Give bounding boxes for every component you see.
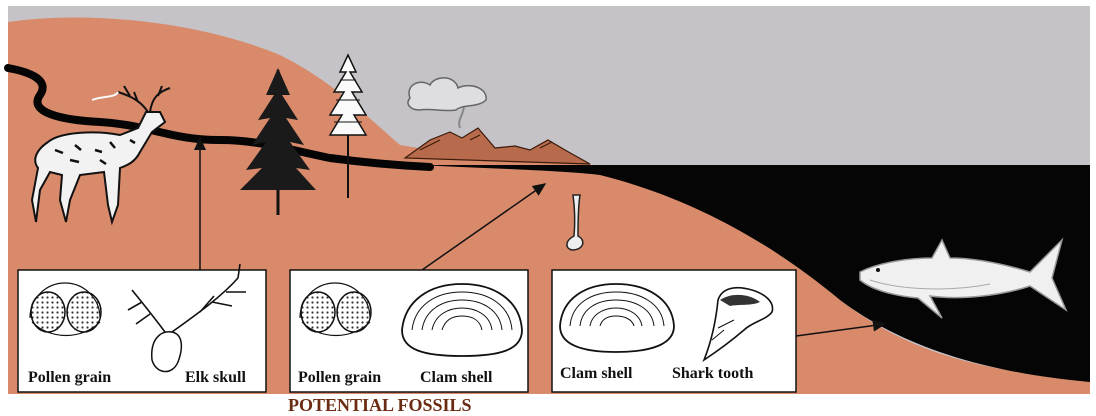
panel-label-left: Clam shell	[560, 365, 633, 382]
panel-label-right: Clam shell	[420, 369, 493, 386]
panel-label-left: Pollen grain	[298, 369, 381, 386]
fossil-panel: Pollen grain Clam shell	[290, 270, 528, 392]
fossil-panel: Clam shell Shark tooth	[552, 270, 796, 392]
panel-label-right: Elk skull	[185, 369, 246, 386]
panel-label-right: Shark tooth	[672, 365, 753, 382]
panel-label-left: Pollen grain	[28, 369, 111, 386]
diagram-title: POTENTIAL FOSSILS	[288, 395, 472, 415]
fossil-panel: Pollen grain Elk skull	[18, 264, 266, 392]
